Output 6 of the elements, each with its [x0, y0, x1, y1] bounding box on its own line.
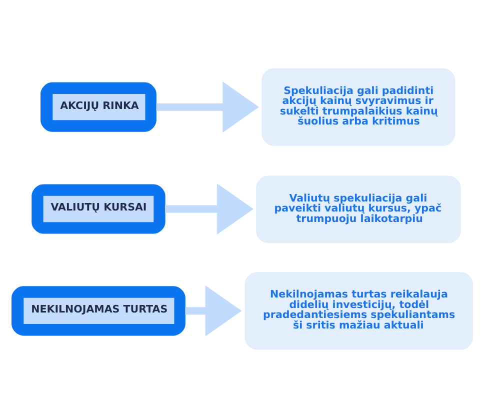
node-box: VALIUTŲ KURSAI: [32, 184, 166, 234]
node-box: AKCIJŲ RINKA: [40, 82, 156, 132]
arrow: [156, 82, 260, 133]
arrow: [185, 285, 242, 336]
arrow: [165, 184, 254, 234]
node-box: NEKILNOJAMAS TURTAS: [12, 286, 186, 336]
